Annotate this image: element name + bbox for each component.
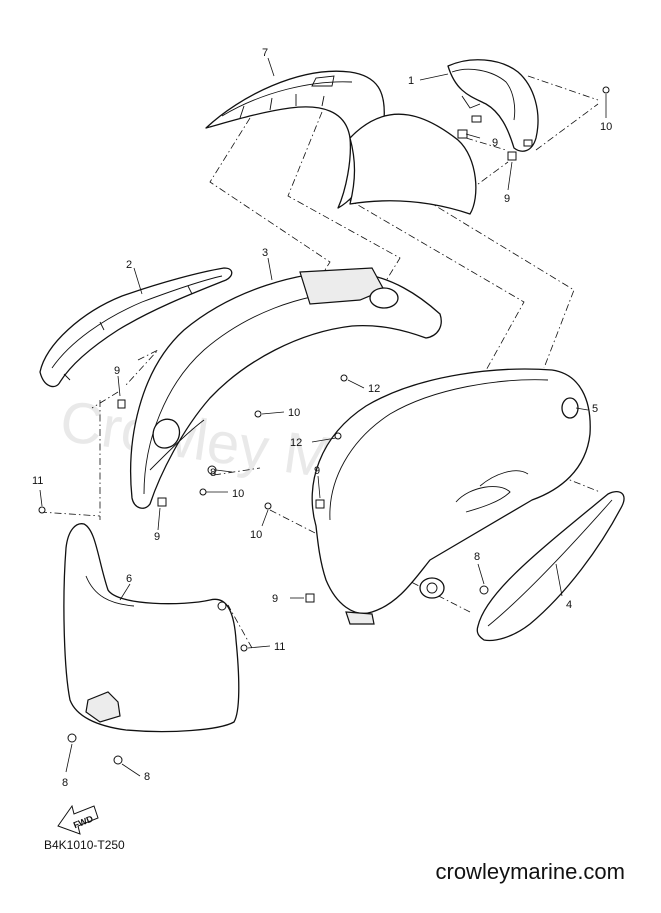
part-4-side-trim — [476, 491, 625, 642]
callout-2: 2 — [126, 259, 132, 271]
callout-11-a: 11 — [32, 475, 43, 487]
callout-8-c: 8 — [62, 777, 68, 789]
callout-11-b: 11 — [274, 641, 285, 653]
callout-9-c: 9 — [114, 365, 120, 377]
callout-8-b: 8 — [474, 551, 480, 563]
callout-8-d: 8 — [144, 771, 150, 783]
callout-12-a: 12 — [368, 383, 380, 395]
part-1-upper-cover — [447, 59, 539, 152]
callout-7: 7 — [262, 47, 268, 59]
callout-8-a: 8 — [210, 467, 216, 479]
callout-10-b: 10 — [288, 407, 300, 419]
grommet-hardware — [67, 465, 489, 765]
callout-1: 1 — [408, 75, 414, 87]
part-5-side-panel — [311, 368, 591, 625]
callout-10-d: 10 — [250, 529, 262, 541]
callout-9-d: 9 — [154, 531, 160, 543]
assembly-guide-lines — [39, 75, 601, 649]
website-footer: crowleymarine.com — [435, 859, 626, 884]
diagram-code: B4K1010-T250 — [44, 838, 125, 852]
callout-leaders — [39, 57, 607, 777]
callout-9-b: 9 — [504, 193, 510, 205]
part-6-front-cover — [63, 523, 240, 733]
callout-4: 4 — [566, 599, 572, 611]
fwd-arrow-icon: FWD — [57, 804, 99, 835]
callout-6: 6 — [126, 573, 132, 585]
part-2-rim-trim — [39, 267, 233, 388]
callout-9-a: 9 — [492, 137, 498, 149]
callout-10-c: 10 — [232, 488, 244, 500]
callout-10-a: 10 — [600, 121, 612, 133]
callout-labels: 7 1 2 3 4 5 6 8 8 8 8 9 9 9 9 9 9 10 10 … — [32, 47, 612, 789]
callout-3: 3 — [262, 247, 268, 259]
part-7-top-cowl — [205, 70, 477, 215]
callout-5: 5 — [592, 403, 598, 415]
callout-12-b: 12 — [290, 437, 302, 449]
part-3-side-frame — [130, 267, 442, 509]
clip-hardware — [117, 129, 517, 603]
screw-hardware — [38, 86, 610, 652]
callout-9-e: 9 — [314, 465, 320, 477]
callout-9-f: 9 — [272, 593, 278, 605]
